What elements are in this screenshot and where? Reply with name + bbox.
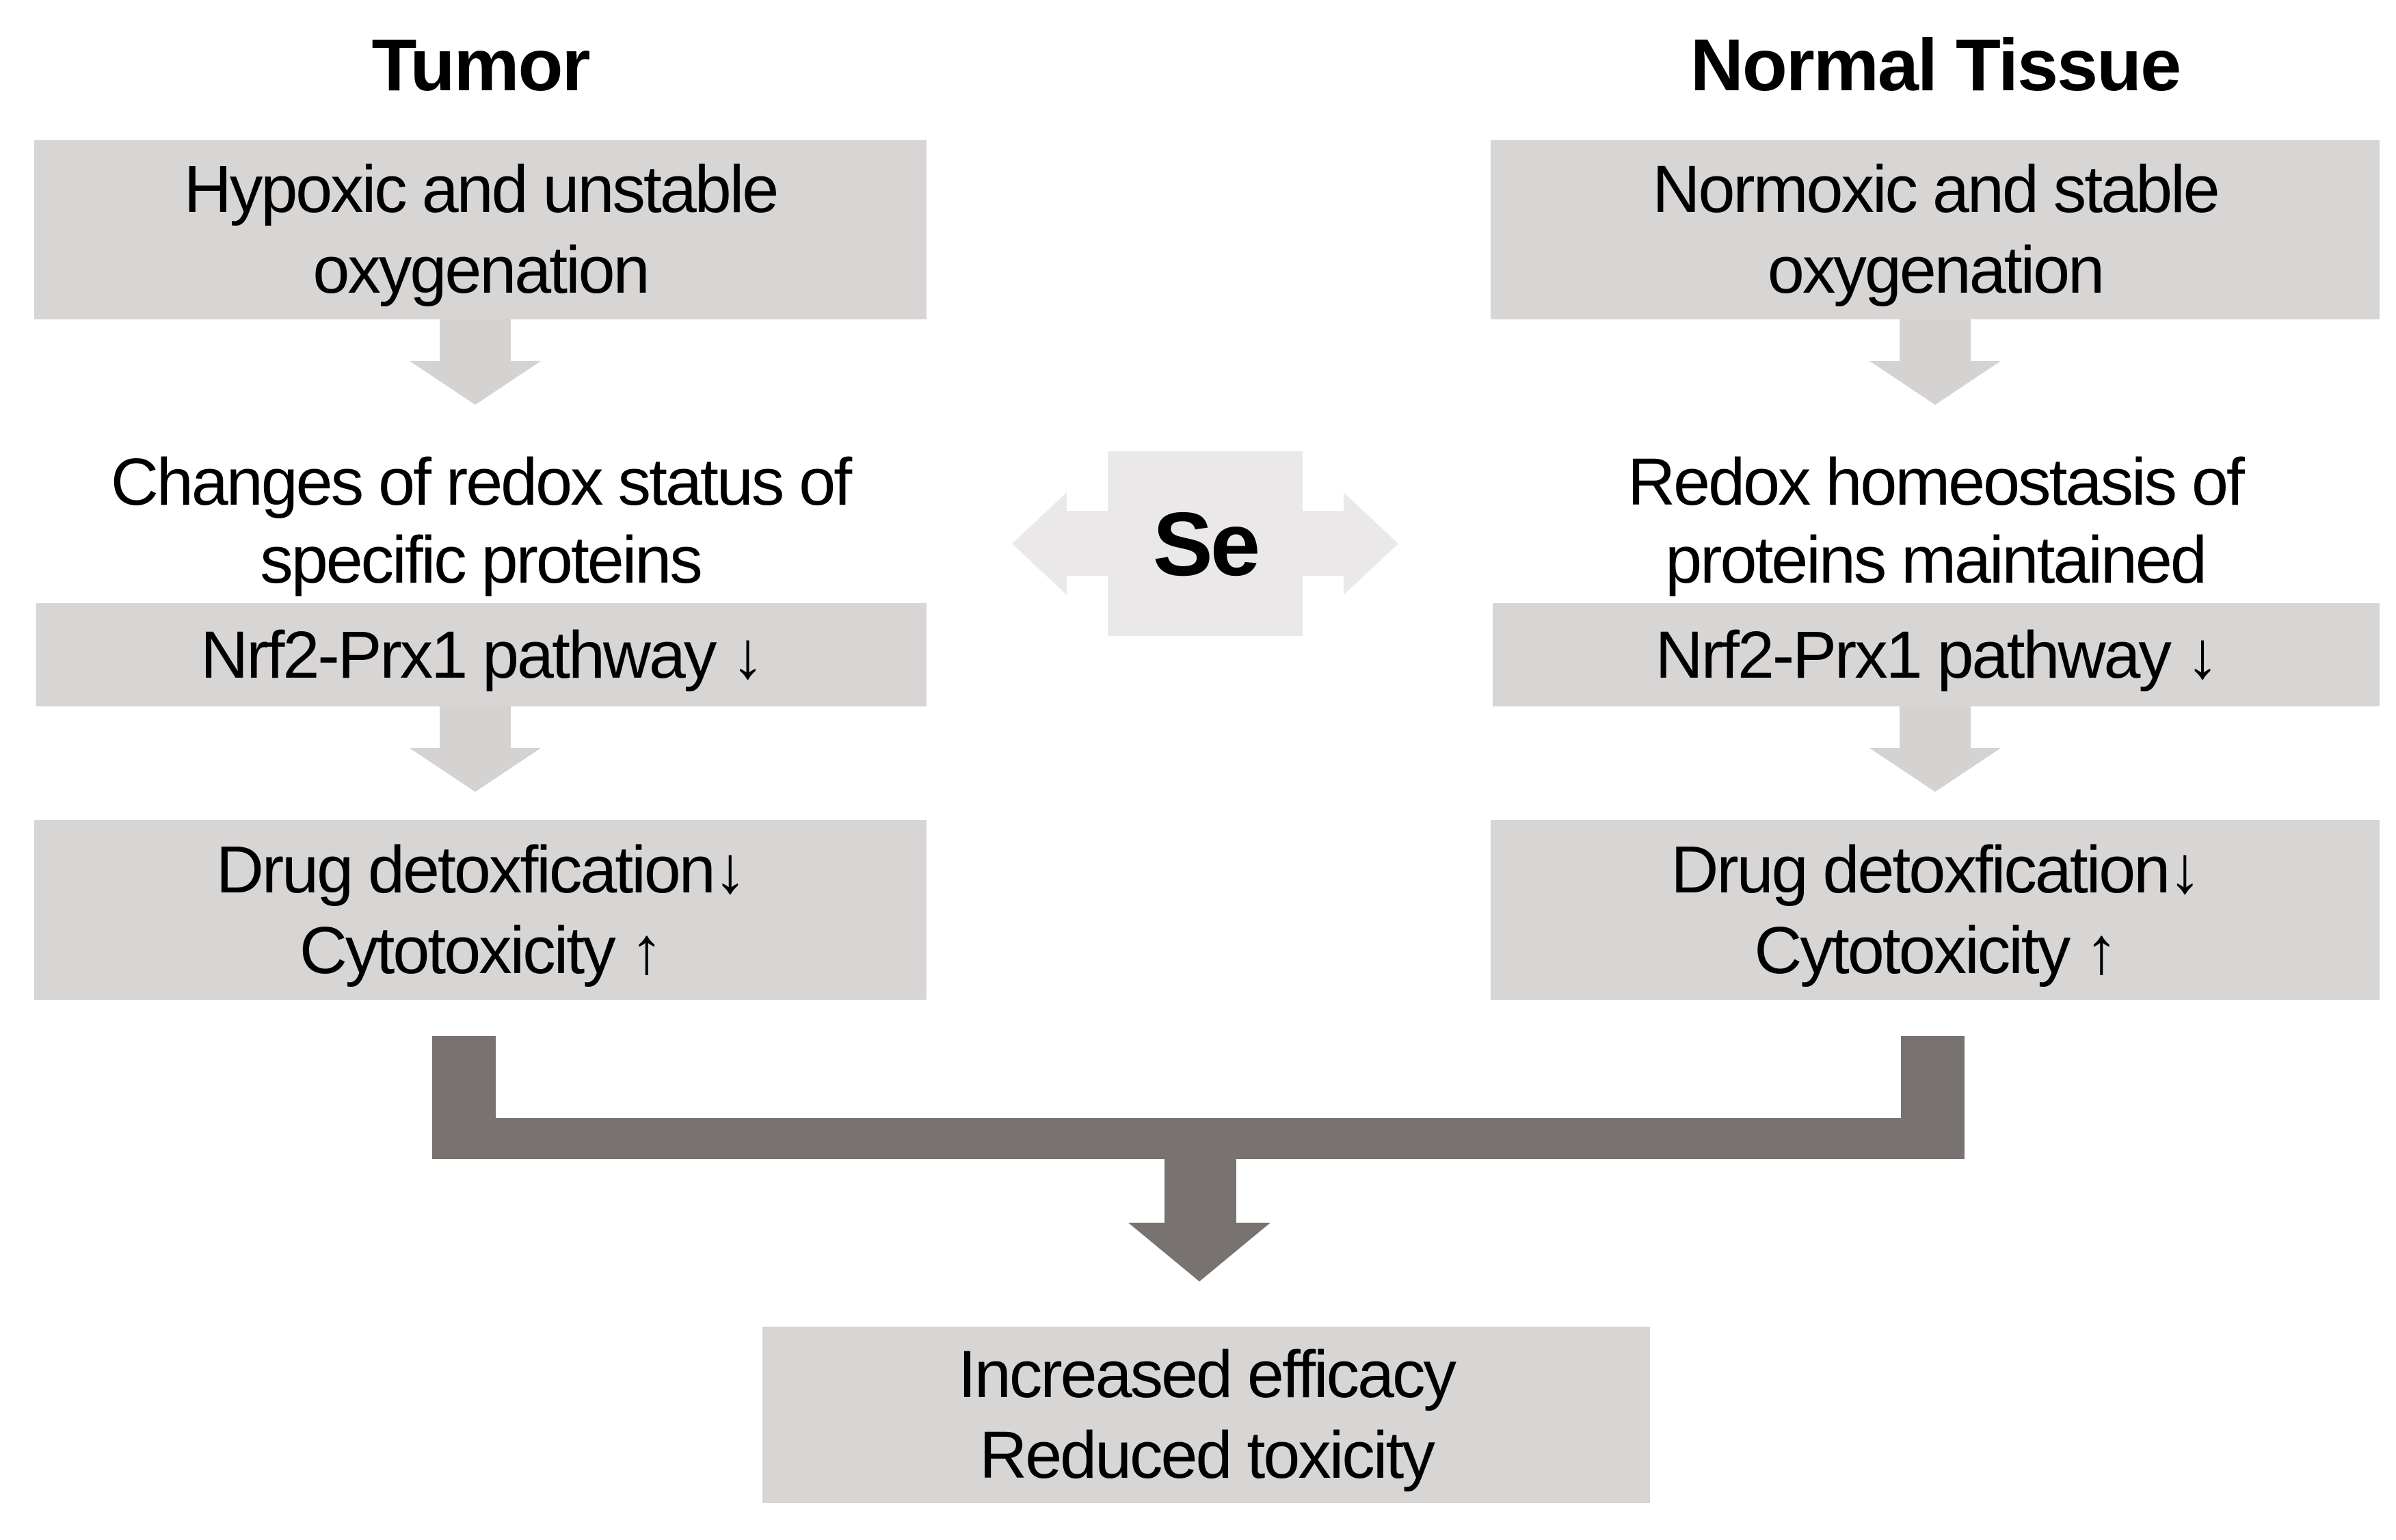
normal-oxygenation-line1: Normoxic and stable xyxy=(1652,152,2220,226)
tumor-redox-line1: Changes of redox status of xyxy=(110,444,852,519)
normal-nrf2-box: Nrf2-Prx1 pathway ↓ xyxy=(1493,603,2380,706)
outcome-line1: Increased efficacy xyxy=(957,1337,1456,1411)
tumor-drug-line1: Drug detoxfication↓ xyxy=(215,832,747,907)
arrow-head xyxy=(410,748,541,792)
tumor-drug-line2: Cytotoxicity ↑ xyxy=(299,912,663,987)
tumor-oxygenation-line1: Hypoxic and unstable xyxy=(183,152,779,226)
normal-redox-line2: proteins maintained xyxy=(1665,522,2207,597)
se-right-arrow-icon xyxy=(1344,492,1398,595)
tumor-column-title: Tumor xyxy=(371,23,591,106)
normal-oxygenation-line2: oxygenation xyxy=(1767,233,2105,307)
arrow-stem xyxy=(1900,706,1971,748)
outcome-box: Increased efficacy Reduced toxicity xyxy=(762,1327,1650,1503)
tumor-redox-line2: specific proteins xyxy=(260,522,702,597)
tumor-redox-text: Changes of redox status of specific prot… xyxy=(34,443,927,599)
merge-down-arrow-icon xyxy=(1128,1223,1270,1282)
normal-redox-text: Redox homeostasis of proteins maintained xyxy=(1491,443,2380,599)
arrow-head xyxy=(1869,748,2001,792)
arrow-stem xyxy=(440,319,511,361)
normal-redox-line1: Redox homeostasis of xyxy=(1627,444,2245,519)
merge-horizontal-bar xyxy=(432,1118,1965,1159)
normal-drug-line2: Cytotoxicity ↑ xyxy=(1754,912,2118,987)
se-right-arrow-bar xyxy=(1301,511,1345,576)
merge-center-stem xyxy=(1164,1159,1236,1224)
tumor-drug-box: Drug detoxfication↓ Cytotoxicity ↑ xyxy=(34,820,927,1000)
normal-tissue-column-title: Normal Tissue xyxy=(1690,23,2181,106)
se-left-arrow-bar xyxy=(1065,511,1109,576)
arrow-head xyxy=(410,361,541,405)
arrow-head xyxy=(1869,361,2001,405)
tumor-nrf2-box: Nrf2-Prx1 pathway ↓ xyxy=(36,603,927,706)
se-left-arrow-icon xyxy=(1012,492,1067,595)
tumor-nrf2-label: Nrf2-Prx1 pathway ↓ xyxy=(200,617,764,692)
selenium-label: Se xyxy=(1152,493,1260,594)
normal-oxygenation-box: Normoxic and stable oxygenation xyxy=(1491,140,2380,319)
arrow-stem xyxy=(1900,319,1971,361)
normal-nrf2-label: Nrf2-Prx1 pathway ↓ xyxy=(1655,617,2220,692)
outcome-line2: Reduced toxicity xyxy=(979,1418,1435,1492)
normal-drug-line1: Drug detoxfication↓ xyxy=(1670,832,2201,907)
arrow-stem xyxy=(440,706,511,748)
normal-drug-box: Drug detoxfication↓ Cytotoxicity ↑ xyxy=(1491,820,2380,1000)
tumor-oxygenation-box: Hypoxic and unstable oxygenation xyxy=(34,140,927,319)
selenium-box: Se xyxy=(1108,451,1303,636)
tumor-oxygenation-line2: oxygenation xyxy=(312,233,650,307)
